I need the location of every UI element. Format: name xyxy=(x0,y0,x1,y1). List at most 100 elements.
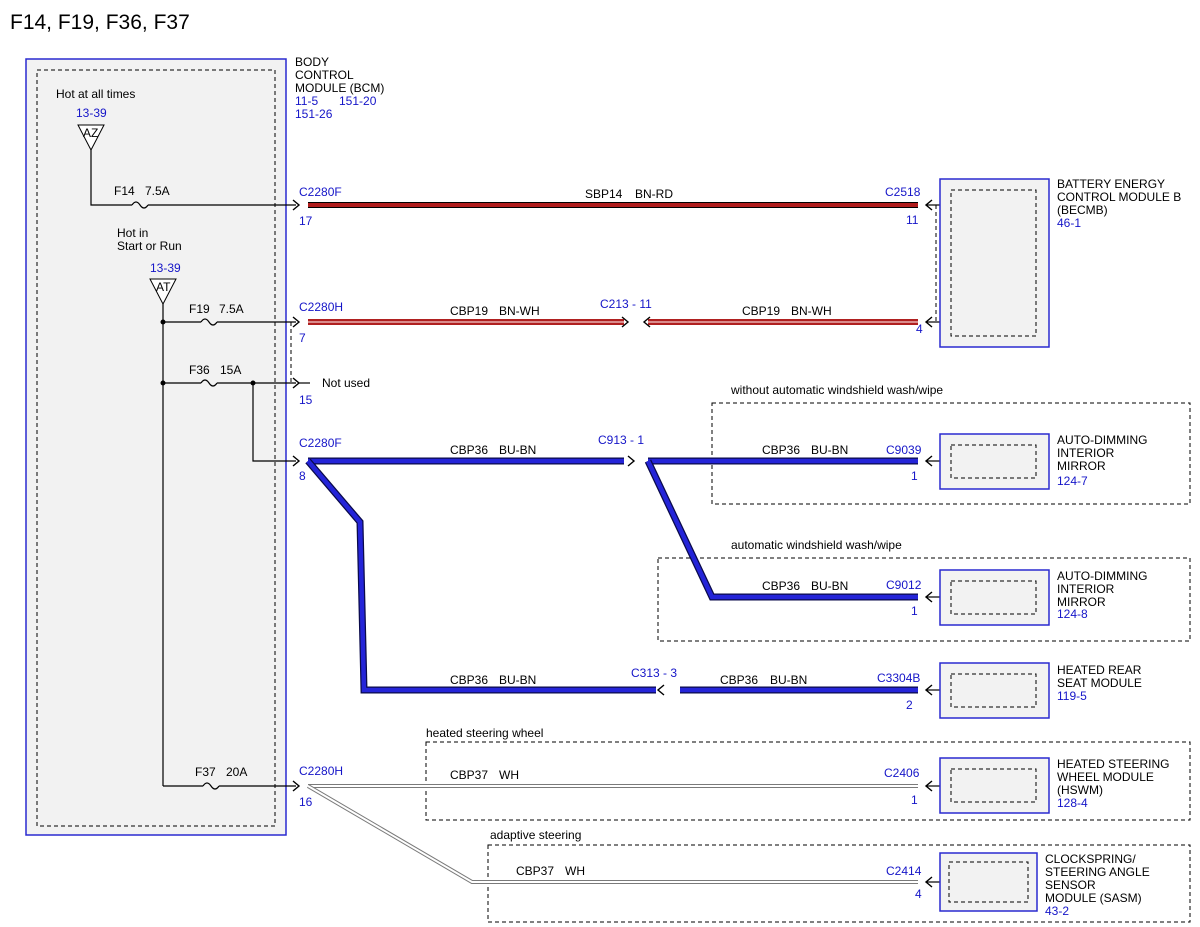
hot-always-ref[interactable]: 13-39 xyxy=(76,106,107,120)
option-box-heated-wheel xyxy=(425,741,1191,821)
seat-module-box[interactable] xyxy=(939,662,1050,719)
bcm-inner-box xyxy=(36,69,276,827)
mirror-b-name-line-1: AUTO-DIMMING xyxy=(1057,569,1147,583)
bcm-module-box xyxy=(25,58,287,836)
connector-c2280f-a-pin: 17 xyxy=(299,214,313,228)
seat-ref[interactable]: 119-5 xyxy=(1057,689,1087,703)
connector-c2406-pin: 1 xyxy=(911,793,918,807)
sasm-ref[interactable]: 43-2 xyxy=(1045,904,1069,918)
wire-sbp14-color: BN-RD xyxy=(635,187,673,201)
connector-c9039[interactable]: C9039 xyxy=(886,443,922,457)
connector-c313[interactable]: C313 - 3 xyxy=(631,666,677,680)
connector-c3304b-pin: 2 xyxy=(906,698,913,712)
module-connector-arrows xyxy=(924,199,933,888)
fuse-f14-label: F14 xyxy=(114,184,135,198)
fuse-f36-rating: 15A xyxy=(220,363,241,377)
connector-becmb-pin-4: 4 xyxy=(916,322,923,336)
becmb-name-line-3: (BECMB) xyxy=(1057,203,1108,217)
wire-cbp36-c-circuit: CBP36 xyxy=(762,579,800,593)
connector-c2518[interactable]: C2518 xyxy=(885,185,921,199)
hswm-module-box[interactable] xyxy=(939,757,1050,814)
wire-cbp36-d-circuit: CBP36 xyxy=(450,673,488,687)
mirror-b-ref[interactable]: 124-8 xyxy=(1057,607,1088,621)
connector-c2280f-b[interactable]: C2280F xyxy=(299,436,342,450)
bcm-ref-1[interactable]: 11-5 xyxy=(295,94,318,108)
hot-run-ref[interactable]: 13-39 xyxy=(150,261,181,275)
option-box-with-wash xyxy=(657,557,1191,642)
wire-cbp36-b-color: BU-BN xyxy=(811,443,848,457)
hot-run-label-1: Hot in xyxy=(117,226,148,240)
mirror-a-name-line-2: INTERIOR xyxy=(1057,446,1115,460)
connector-c2414-pin: 4 xyxy=(915,887,922,901)
becmb-name-line-2: CONTROL MODULE B xyxy=(1057,190,1181,204)
fuse-f19-label: F19 xyxy=(189,302,210,316)
connector-c2414[interactable]: C2414 xyxy=(886,864,922,878)
wire-cbp36-e-color: BU-BN xyxy=(770,673,807,687)
fuse-f37-rating: 20A xyxy=(226,765,247,779)
sasm-module-box[interactable] xyxy=(939,852,1038,912)
mirror-b-module-box[interactable] xyxy=(939,569,1050,626)
hot-always-label: Hot at all times xyxy=(56,87,135,101)
option-without-wash-label: without automatic windshield wash/wipe xyxy=(730,383,943,397)
becmb-inner-box xyxy=(950,189,1037,337)
seat-inner-box xyxy=(950,673,1037,708)
connector-c213[interactable]: C213 - 11 xyxy=(600,297,652,311)
power-tag-az: AZ xyxy=(83,126,98,140)
bcm-connector-arrows xyxy=(292,199,301,792)
wire-cbp36[interactable] xyxy=(305,457,918,694)
option-heated-wheel-label: heated steering wheel xyxy=(426,726,543,740)
wire-cbp19-a-circuit: CBP19 xyxy=(450,304,488,318)
wire-cbp36-b-circuit: CBP36 xyxy=(762,443,800,457)
connector-pin-15: 15 xyxy=(299,393,313,407)
connector-c2406[interactable]: C2406 xyxy=(884,766,920,780)
mirror-a-ref[interactable]: 124-7 xyxy=(1057,474,1088,488)
mirror-a-module-box[interactable] xyxy=(939,433,1050,490)
bcm-ref-3[interactable]: 151-26 xyxy=(295,107,333,121)
wire-cbp19-b-color: BN-WH xyxy=(791,304,832,318)
hswm-ref[interactable]: 128-4 xyxy=(1057,796,1088,810)
wire-cbp19-b-circuit: CBP19 xyxy=(742,304,780,318)
mirror-b-name-line-3: MIRROR xyxy=(1057,595,1106,609)
bcm-label: BODY CONTROL MODULE (BCM) 11-5 151-20 15… xyxy=(295,55,384,121)
connector-c9039-pin: 1 xyxy=(911,469,918,483)
bcm-internal-wiring xyxy=(90,150,296,790)
fuse-f19-rating: 7.5A xyxy=(219,302,244,316)
mirror-a-name-line-1: AUTO-DIMMING xyxy=(1057,433,1147,447)
hswm-inner-box xyxy=(950,768,1037,803)
wire-cbp37-b-color: WH xyxy=(565,864,585,878)
bcm-name-line-2: CONTROL xyxy=(295,68,354,82)
bcm-ref-2[interactable]: 151-20 xyxy=(339,94,377,108)
hswm-name-line-3: (HSWM) xyxy=(1057,783,1103,797)
connector-c2280f-a[interactable]: C2280F xyxy=(299,185,342,199)
becmb-ref[interactable]: 46-1 xyxy=(1057,216,1081,230)
wire-cbp36-a-circuit: CBP36 xyxy=(450,443,488,457)
wire-cbp37-a-color: WH xyxy=(499,768,519,782)
not-used-label: Not used xyxy=(322,376,370,390)
connector-c2280f-b-pin: 8 xyxy=(299,469,306,483)
mirror-b-inner-box xyxy=(950,580,1037,615)
sasm-name-line-4: MODULE (SASM) xyxy=(1045,891,1142,905)
bcm-name-line-3: MODULE (BCM) xyxy=(295,81,384,95)
sasm-name-line-1: CLOCKSPRING/ xyxy=(1045,852,1136,866)
inline-connector-arrows xyxy=(621,316,665,696)
wire-cbp37-a-circuit: CBP37 xyxy=(450,768,488,782)
power-source-at-icon xyxy=(149,278,177,306)
module-stubs xyxy=(926,204,940,883)
mirror-a-inner-box xyxy=(950,444,1037,479)
connector-c2280h-a[interactable]: C2280H xyxy=(299,300,343,314)
wire-sbp14-circuit: SBP14 xyxy=(585,187,623,201)
hswm-name-line-1: HEATED STEERING xyxy=(1057,757,1169,771)
sasm-name-line-2: STEERING ANGLE xyxy=(1045,865,1150,879)
becmb-module-box[interactable] xyxy=(939,178,1050,348)
mirror-b-name-line-2: INTERIOR xyxy=(1057,582,1115,596)
sasm-name-line-3: SENSOR xyxy=(1045,878,1096,892)
option-adaptive-label: adaptive steering xyxy=(490,828,581,842)
fuse-f36-label: F36 xyxy=(189,363,210,377)
connector-c913[interactable]: C913 - 1 xyxy=(598,433,644,447)
connector-c3304b[interactable]: C3304B xyxy=(877,671,920,685)
power-tag-at: AT xyxy=(156,280,171,294)
connector-c9012[interactable]: C9012 xyxy=(886,578,922,592)
connector-c2280h-b-pin: 16 xyxy=(299,795,313,809)
connector-c2280h-b[interactable]: C2280H xyxy=(299,764,343,778)
wire-cbp37[interactable] xyxy=(306,784,918,884)
